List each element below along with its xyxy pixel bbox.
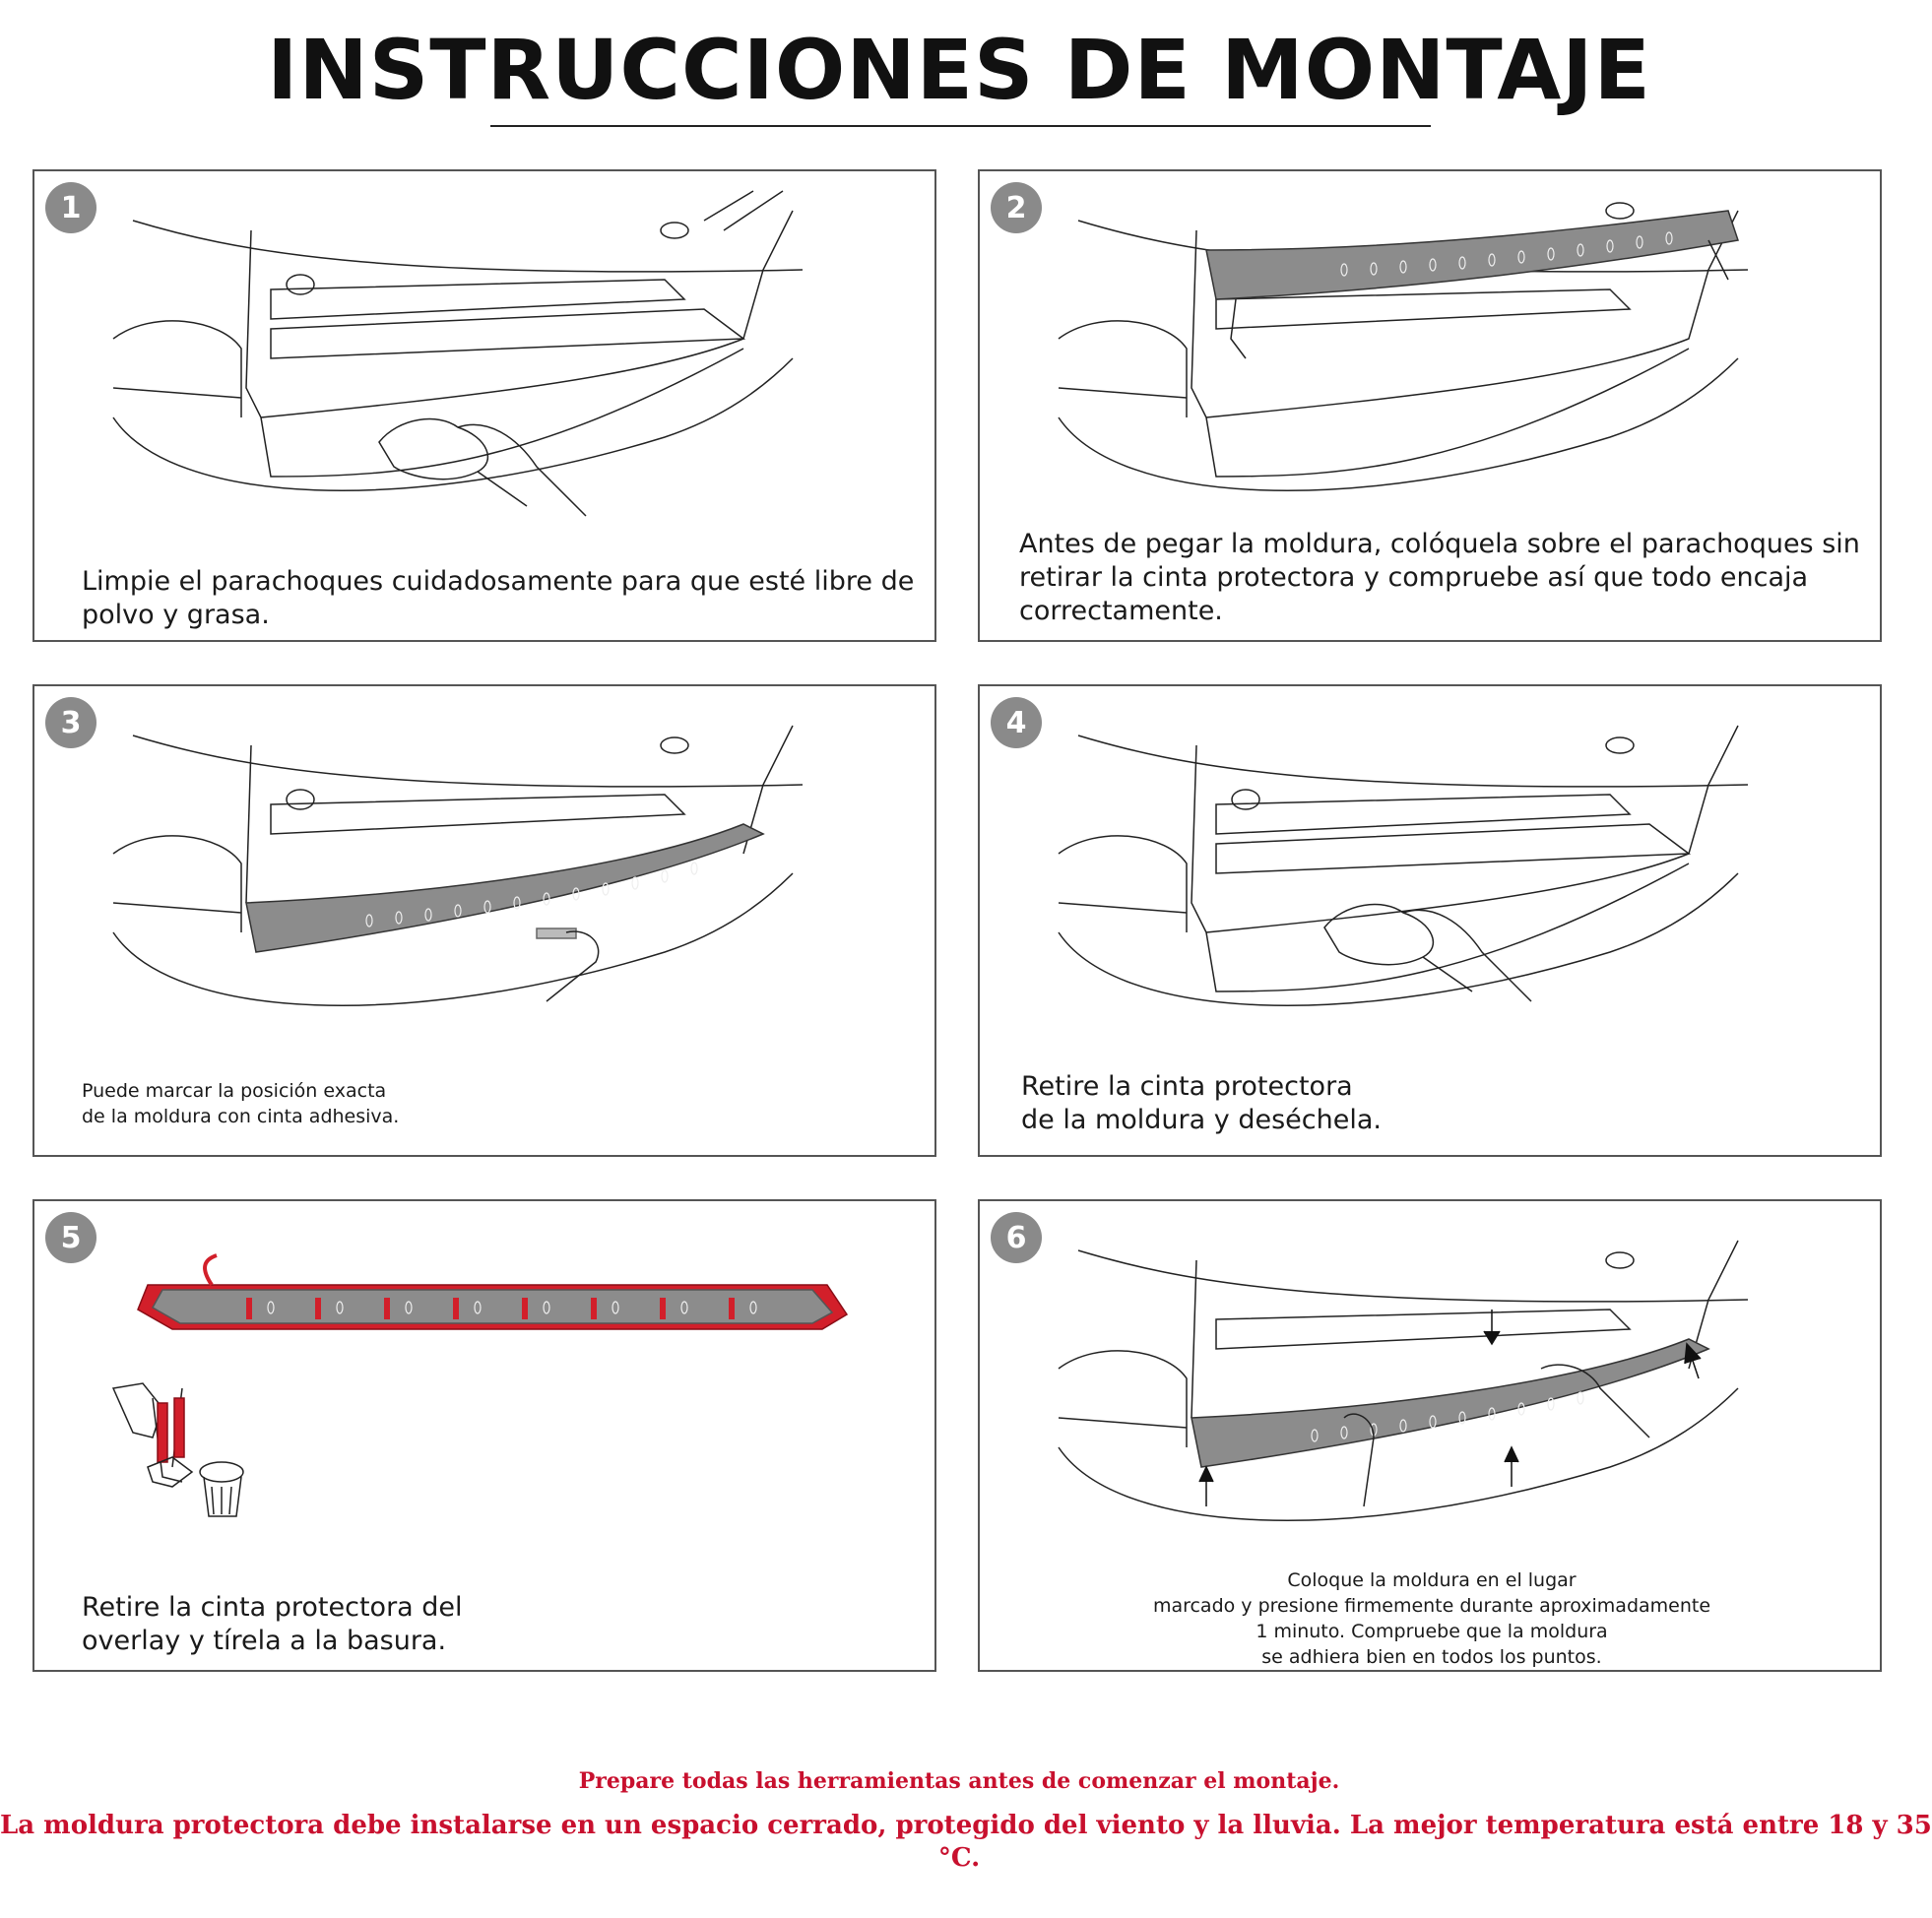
step-3-caption: Puede marcar la posición exacta de la mo… [82,1080,400,1127]
installation-warning-line-1: La moldura protectora debe instalarse en… [0,1811,1932,1840]
step-1-panel: 1 Limpie el parachoques cuidadosamente p… [32,169,936,642]
step-2-caption: Antes de pegar la moldura, colóquela sob… [1019,529,1860,626]
step-3-badge: 3 [45,697,97,748]
step-2-badge: 2 [991,182,1042,233]
step-5-badge: 5 [45,1212,97,1263]
step-2-panel: 2 Antes de pegar la moldura, colóquela s… [978,169,1882,642]
installation-warning: La moldura protectora debe instalarse en… [0,1810,1932,1875]
step-6-badge: 6 [991,1212,1042,1263]
step-1-caption: Limpie el parachoques cuidadosamente par… [82,566,915,630]
trash-can-hands-illustration [113,1378,261,1526]
step-3-panel: 3 Puede marcar la posición exacta de la … [32,684,936,1157]
tape-marking-illustration [113,706,881,1001]
step-4-panel: 4 Retire la cinta protectora de la moldu… [978,684,1882,1157]
bumper-cleaning-illustration [113,191,881,486]
step-6-panel: 6 Coloque la moldura en el lugar marcado… [978,1199,1882,1672]
preparation-note: Prepare todas las herramientas antes de … [578,1768,1340,1794]
step-5-caption: Retire la cinta protectora del overlay y… [82,1592,463,1656]
step-1-badge: 1 [45,182,97,233]
step-4-badge: 4 [991,697,1042,748]
press-trim-illustration [1059,1221,1827,1516]
step-6-caption: Coloque la moldura en el lugar marcado y… [1152,1569,1711,1668]
trim-fitting-illustration [1059,191,1827,486]
step-4-caption: Retire la cinta protectora de la moldura… [1021,1071,1382,1135]
remove-protective-tape-illustration [1059,706,1827,1001]
step-5-panel: 5 Retire la cinta protectora del overlay… [32,1199,936,1672]
page-title: INSTRUCCIONES DE MONTAJE [267,22,1651,118]
installation-warning-line-2: °C. [937,1843,981,1873]
title-underline [490,125,1431,127]
trim-with-red-tape-illustration [133,1250,901,1349]
